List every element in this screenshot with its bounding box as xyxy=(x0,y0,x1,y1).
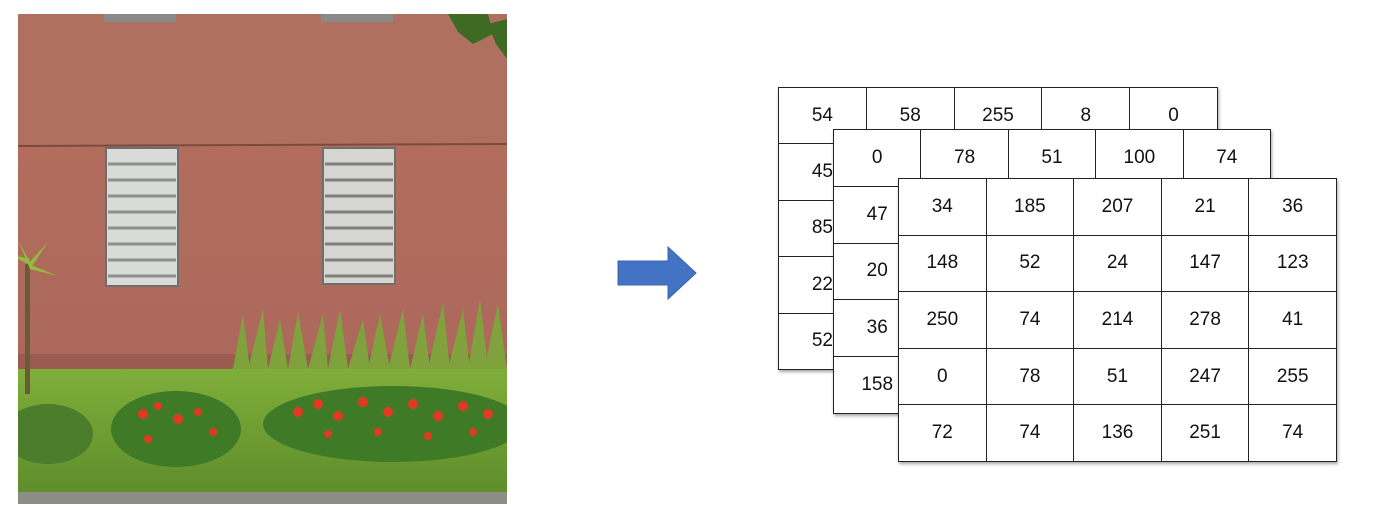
matrix-cell: 21 xyxy=(1160,178,1250,236)
table-row: 0 78 51 247 255 xyxy=(898,347,1337,406)
matrix-cell: 255 xyxy=(1248,347,1337,406)
matrix-front: 34 185 207 21 36 148 52 24 147 123 250 7… xyxy=(898,178,1337,462)
building-photo xyxy=(18,14,507,504)
matrix-cell: 78 xyxy=(920,129,1009,187)
matrix-cell: 51 xyxy=(1073,347,1162,406)
table-row: 0 78 51 100 74 xyxy=(832,129,1272,187)
table-row: 250 74 214 278 41 xyxy=(898,291,1337,349)
matrix-cell: 207 xyxy=(1073,178,1162,236)
matrix-cell: 41 xyxy=(1248,291,1337,349)
matrix-cell: 148 xyxy=(898,234,987,293)
matrix-front-table: 34 185 207 21 36 148 52 24 147 123 250 7… xyxy=(898,178,1337,462)
matrix-cell: 74 xyxy=(985,291,1075,349)
matrix-cell: 24 xyxy=(1073,234,1162,293)
matrix-cell: 278 xyxy=(1160,291,1250,349)
matrix-cell: 74 xyxy=(1182,129,1272,187)
matrix-cell: 147 xyxy=(1160,234,1250,293)
arrow-shape xyxy=(617,245,697,301)
matrix-cell: 136 xyxy=(1073,404,1162,462)
matrix-cell: 123 xyxy=(1248,234,1337,293)
matrix-cell: 0 xyxy=(898,347,987,406)
matrix-cell: 36 xyxy=(1248,178,1337,236)
table-row: 72 74 136 251 74 xyxy=(898,404,1337,462)
matrix-cell: 185 xyxy=(985,178,1075,236)
matrix-cell: 214 xyxy=(1073,291,1162,349)
matrix-cell: 34 xyxy=(898,178,987,236)
matrix-cell: 72 xyxy=(898,404,987,462)
right-arrow-icon xyxy=(617,245,697,305)
matrix-cell: 0 xyxy=(832,129,922,187)
matrix-cell: 51 xyxy=(1007,129,1097,187)
matrix-cell: 247 xyxy=(1160,347,1250,406)
matrix-cell: 250 xyxy=(898,291,987,349)
table-row: 148 52 24 147 123 xyxy=(898,234,1337,293)
matrix-cell: 74 xyxy=(1248,404,1337,462)
matrix-cell: 52 xyxy=(985,234,1075,293)
matrix-cell: 251 xyxy=(1160,404,1250,462)
matrix-cell: 100 xyxy=(1095,129,1184,187)
table-row: 34 185 207 21 36 xyxy=(898,178,1337,236)
matrix-cell: 78 xyxy=(985,347,1075,406)
matrix-cell: 74 xyxy=(985,404,1075,462)
